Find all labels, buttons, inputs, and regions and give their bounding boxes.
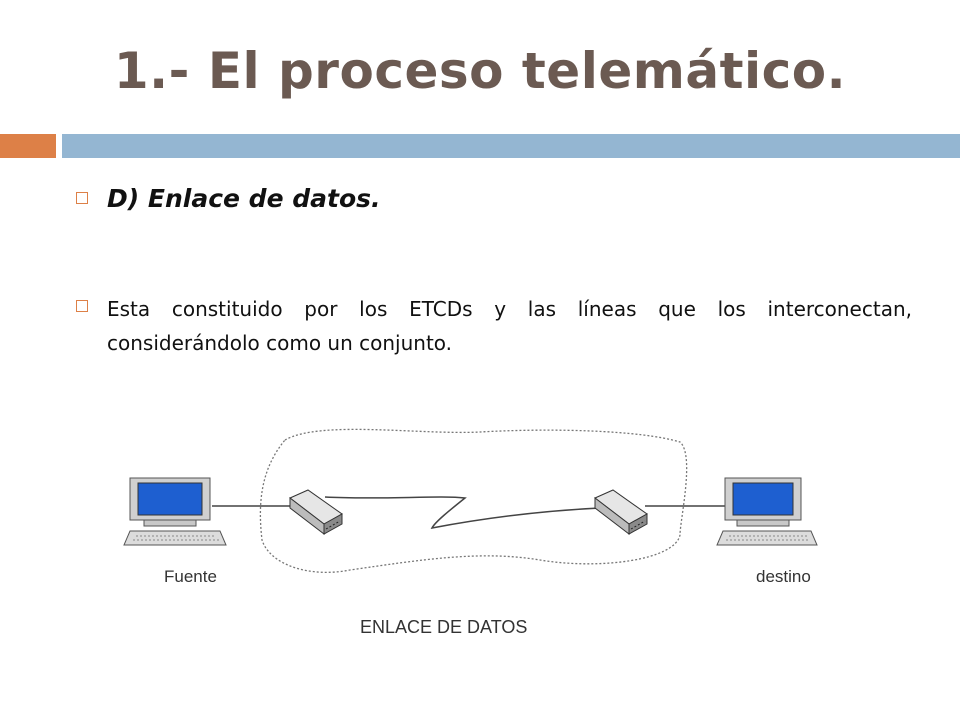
transmission-line: [324, 496, 601, 530]
link-boundary: [259, 428, 688, 573]
computer-icon: [123, 477, 227, 546]
diagram-caption: ENLACE DE DATOS: [360, 617, 528, 637]
slide-title: 1.- El proceso telemático.: [113, 42, 847, 100]
data-link-diagram: [123, 428, 818, 573]
accent-bar: [0, 134, 56, 158]
bullet-square-icon: [76, 192, 88, 204]
computer-icon: [716, 477, 818, 546]
modem-icon: [289, 489, 343, 536]
header-bar: [62, 134, 960, 158]
bullet-square-icon: [76, 300, 88, 312]
modem-icon: [594, 489, 648, 536]
destination-label: destino: [756, 567, 811, 586]
body-paragraph: Esta constituido por los ETCDs y las lín…: [107, 297, 912, 355]
section-heading: D) Enlace de datos.: [107, 184, 381, 213]
source-label: Fuente: [164, 567, 217, 586]
